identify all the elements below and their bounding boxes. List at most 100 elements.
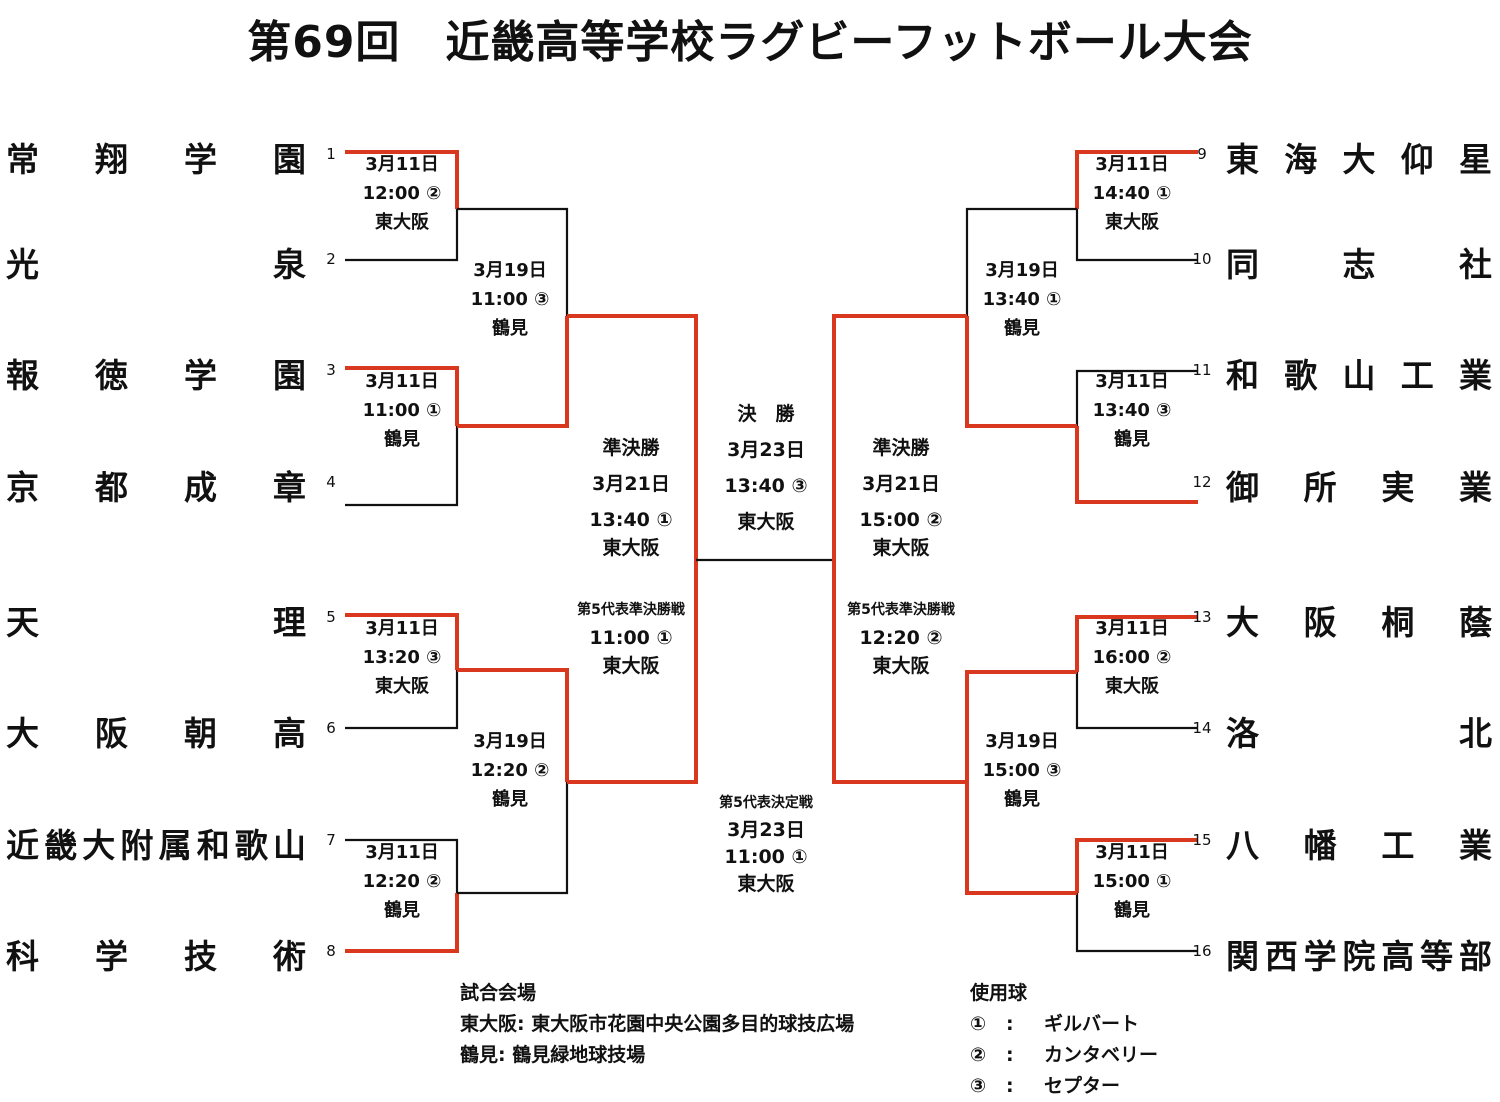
bracket-line-win	[567, 314, 698, 560]
match-venue: 東大阪	[737, 873, 795, 895]
team-name-char: 阪	[1303, 603, 1337, 642]
team-name-char: 大	[1226, 603, 1259, 642]
bracket-line-win	[832, 314, 967, 560]
match-venue: 東大阪	[1105, 212, 1159, 233]
match-date: 3月19日	[473, 731, 547, 752]
match-info-r1-left-3: 3月11日 13:20 ③ 東大阪	[342, 614, 462, 701]
team-name-char: 工	[1400, 356, 1434, 395]
team-name-char: 常	[6, 140, 39, 179]
team-name: 京都成章	[6, 465, 306, 507]
team-name-char: 近	[6, 826, 39, 865]
round-label: 準決勝	[872, 437, 930, 459]
ball-name: セプター	[1044, 1075, 1121, 1097]
round-label: 第5代表準決勝戦	[847, 602, 955, 618]
team-name: 近畿大附属和歌山	[6, 823, 306, 865]
match-time: 12:20 ②	[362, 871, 442, 892]
match-time: 15:00 ③	[982, 760, 1062, 781]
team-name-char: 属	[158, 826, 192, 865]
ball-name: ギルバート	[1044, 1013, 1140, 1035]
match-time: 15:00 ②	[859, 509, 943, 531]
team-name-char: 海	[1284, 140, 1318, 179]
match-time: 12:20 ②	[859, 627, 943, 649]
team-name-char: 蔭	[1458, 603, 1492, 642]
bracket-line	[345, 838, 459, 893]
team-name-char: 院	[1342, 937, 1376, 976]
ball-number: ②	[970, 1044, 987, 1066]
fifth-semi-left-info: 第5代表準決勝戦 11:00 ① 東大阪	[561, 596, 701, 680]
match-info-qf-right-2: 3月19日 15:00 ③ 鶴見	[962, 727, 1082, 814]
seed-number: 9	[1197, 145, 1207, 163]
team-name: 科学技術	[6, 934, 306, 976]
ball-row: ③:セプター	[970, 1071, 1158, 1102]
team-name: 大阪朝高	[6, 711, 306, 753]
team-name-char: 部	[1458, 937, 1492, 976]
match-venue: 鶴見	[1004, 789, 1040, 810]
match-venue: 東大阪	[375, 212, 429, 233]
match-venue: 東大阪	[737, 511, 795, 533]
match-venue: 東大阪	[1105, 676, 1159, 697]
final-info: 決 勝 3月23日 13:40 ③ 東大阪	[696, 396, 836, 540]
team-name-char: 社	[1459, 245, 1492, 284]
match-date: 3月11日	[365, 842, 439, 863]
team-name-char: 附	[120, 826, 154, 865]
bracket-line-win	[345, 366, 459, 426]
fifth-semi-right-info: 第5代表準決勝戦 12:20 ② 東大阪	[831, 596, 971, 680]
match-date: 3月21日	[592, 473, 670, 495]
venue-line: 鶴見: 鶴見緑地球技場	[460, 1044, 646, 1066]
team-name-char: 業	[1459, 356, 1492, 395]
team-name-char: 都	[95, 468, 128, 507]
bracket-line-win	[567, 560, 698, 784]
seed-number: 5	[326, 608, 336, 626]
team-name-char: 学	[95, 937, 128, 976]
seed-number: 12	[1192, 473, 1212, 491]
bracket-line-win	[832, 560, 967, 784]
ball-separator: :	[1006, 1044, 1014, 1066]
ball-name: カンタベリー	[1044, 1044, 1159, 1066]
team-name: 報徳学園	[6, 353, 306, 395]
match-info-r1-left-2: 3月11日 11:00 ① 鶴見	[342, 367, 462, 454]
match-date: 3月11日	[365, 618, 439, 639]
ball-legend: 使用球 ①:ギルバート ②:カンタベリー ③:セプター	[970, 978, 1158, 1102]
team-name-char: 山	[272, 826, 306, 865]
match-date: 3月11日	[365, 371, 439, 392]
bracket-line	[457, 207, 569, 316]
team-name-char: 阪	[95, 714, 128, 753]
team-name-char: 理	[273, 603, 306, 642]
match-date: 3月19日	[985, 260, 1059, 281]
match-time: 11:00 ①	[724, 846, 808, 868]
match-date: 3月23日	[727, 439, 805, 461]
seed-number: 16	[1192, 942, 1212, 960]
match-date: 3月11日	[1095, 371, 1169, 392]
team-name-char: 科	[6, 937, 39, 976]
match-venue: 東大阪	[375, 676, 429, 697]
match-date: 3月11日	[1095, 618, 1169, 639]
team-name-char: 工	[1381, 826, 1415, 865]
seed-number: 2	[326, 250, 336, 268]
bracket-line	[1075, 369, 1198, 426]
match-info-qf-left-1: 3月19日 11:00 ③ 鶴見	[450, 256, 570, 343]
team-name-char: 業	[1458, 468, 1492, 507]
bracket-line	[345, 426, 459, 507]
match-info-r1-left-4: 3月11日 12:20 ② 鶴見	[342, 838, 462, 925]
team-name-char: 泉	[273, 245, 306, 284]
team-name-char: 園	[273, 140, 306, 179]
seed-number: 3	[326, 361, 336, 379]
bracket-line-win	[965, 316, 1077, 428]
venue-legend: 試合会場 東大阪: 東大阪市花園中央公園多目的球技広場 鶴見: 鶴見緑地球技場	[460, 978, 854, 1071]
match-time: 11:00 ①	[362, 400, 442, 421]
match-time: 14:40 ①	[1092, 183, 1172, 204]
match-time: 13:40 ①	[982, 289, 1062, 310]
team-name: 天理	[6, 600, 306, 642]
team-name-char: 同	[1226, 245, 1259, 284]
match-date: 3月21日	[862, 473, 940, 495]
match-venue: 東大阪	[872, 537, 930, 559]
round-label: 決 勝	[737, 403, 795, 425]
team-name-char: 天	[6, 603, 39, 642]
team-name-char: 大	[6, 714, 39, 753]
bracket-line-win	[1075, 615, 1198, 672]
match-info-r1-left-1: 3月11日 12:00 ② 東大阪	[342, 150, 462, 237]
team-name-char: 業	[1458, 826, 1492, 865]
match-date: 3月11日	[365, 154, 439, 175]
bracket-line	[345, 209, 459, 262]
match-time: 15:00 ①	[1092, 871, 1172, 892]
